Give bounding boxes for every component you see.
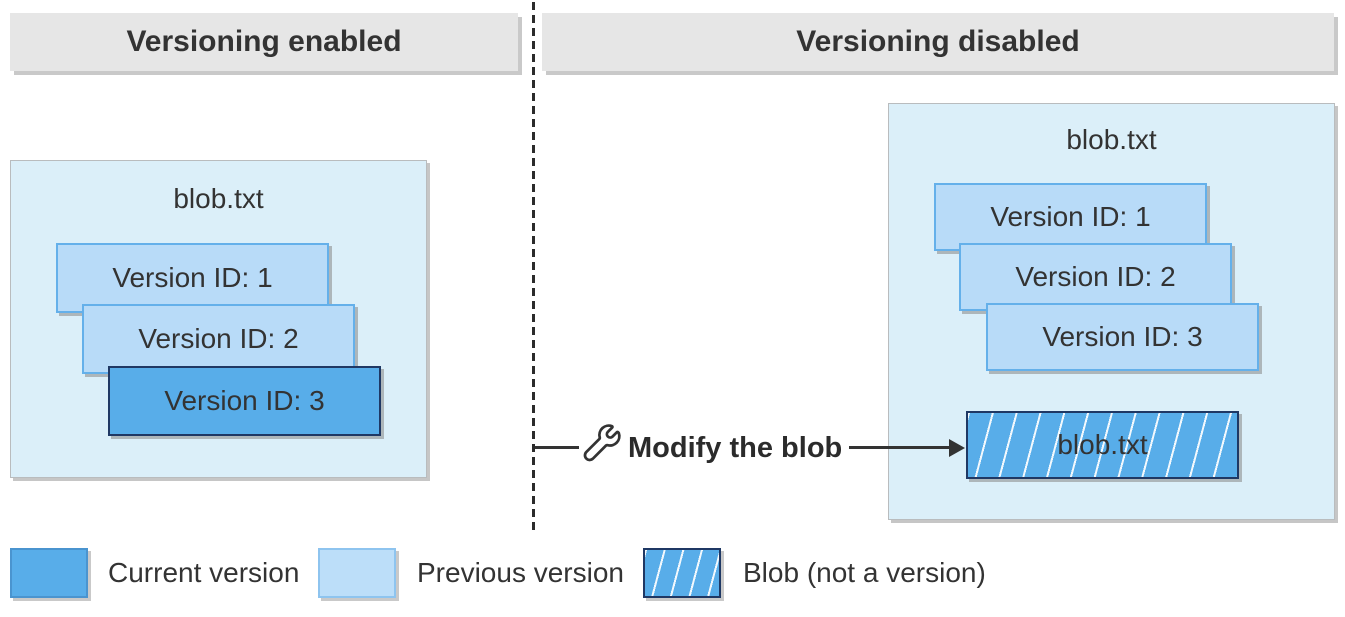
legend-label-blob-not-a-version: Blob (not a version) bbox=[743, 557, 986, 588]
wrench-icon bbox=[583, 424, 621, 462]
version-box-label: Version ID: 1 bbox=[112, 262, 273, 293]
legend-swatch-current-version bbox=[10, 548, 88, 598]
blob-container-versioning-disabled: blob.txt Version ID: 1 Version ID: 2 Ver… bbox=[888, 103, 1335, 520]
header-versioning-disabled-label: Versioning disabled bbox=[796, 25, 1080, 58]
version-box-previous-2: Version ID: 2 bbox=[82, 304, 355, 374]
version-box-label: Version ID: 3 bbox=[1042, 321, 1203, 352]
arrow-head-icon bbox=[949, 439, 965, 457]
version-box-label: Version ID: 2 bbox=[138, 323, 299, 354]
blob-container-versioning-enabled: blob.txt Version ID: 1 Version ID: 2 Ver… bbox=[10, 160, 427, 478]
blob-not-a-version-box: blob.txt bbox=[966, 411, 1239, 479]
dashed-divider-line bbox=[532, 2, 535, 534]
arrow-line-to-blob bbox=[849, 446, 952, 449]
legend-label-previous-version: Previous version bbox=[417, 557, 624, 588]
blob-container-title: blob.txt bbox=[173, 183, 264, 214]
header-versioning-enabled: Versioning enabled bbox=[10, 13, 518, 71]
blob-box-label: blob.txt bbox=[1057, 429, 1148, 460]
version-box-label: Version ID: 1 bbox=[990, 201, 1151, 232]
version-box-label: Version ID: 2 bbox=[1015, 261, 1176, 292]
version-box-previous-1: Version ID: 1 bbox=[934, 183, 1207, 251]
blob-container-title: blob.txt bbox=[1066, 124, 1157, 155]
legend-swatch-blob-not-a-version bbox=[643, 548, 721, 598]
legend-label-current-version: Current version bbox=[108, 557, 300, 588]
version-box-label: Version ID: 3 bbox=[164, 385, 325, 416]
modify-the-blob-label: Modify the blob bbox=[628, 432, 843, 464]
header-versioning-disabled: Versioning disabled bbox=[542, 13, 1334, 71]
version-box-current-3: Version ID: 3 bbox=[108, 366, 381, 436]
version-box-previous-3: Version ID: 3 bbox=[986, 303, 1259, 371]
legend-swatch-previous-version bbox=[318, 548, 396, 598]
version-box-previous-1: Version ID: 1 bbox=[56, 243, 329, 313]
version-box-previous-2: Version ID: 2 bbox=[959, 243, 1232, 311]
header-versioning-enabled-label: Versioning enabled bbox=[126, 25, 402, 58]
connector-line-from-divider bbox=[535, 446, 579, 449]
